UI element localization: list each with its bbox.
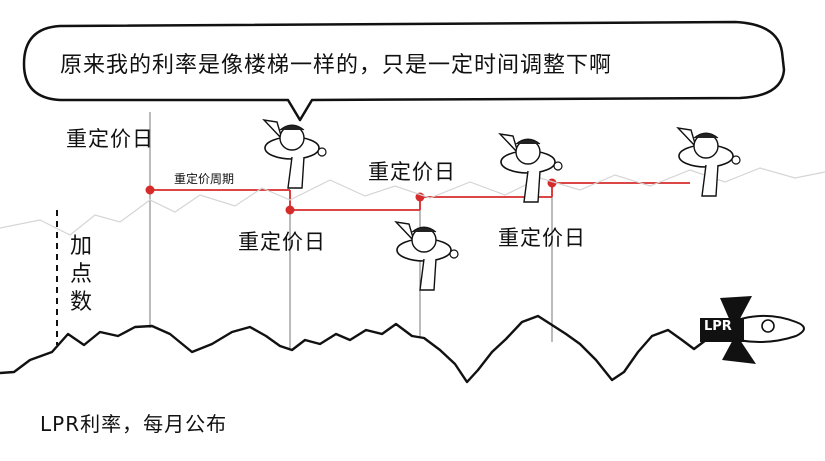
reset-period-label: 重定价周期 (174, 172, 235, 186)
cartoon-pilot-airplane-icon (394, 220, 459, 291)
speech-bubble-shape (22, 20, 786, 122)
reset-date-label-2: 重定价日 (368, 160, 456, 184)
spread-label: 加点数 (69, 234, 92, 315)
lpr-badge-text: LPR (704, 319, 732, 334)
faint-ridge-line (0, 167, 825, 236)
reset-date-label-1: 重定价日 (66, 127, 154, 151)
bottom-caption: LPR利率，每月公布 (40, 412, 228, 436)
reset-date-label-4: 重定价日 (498, 226, 586, 250)
cartoon-pilot-airplane-icon (262, 118, 327, 189)
reset-date-label-3: 重定价日 (238, 230, 326, 254)
speech-bubble-text: 原来我的利率是像楼梯一样的，只是一定时间调整下啊 (60, 53, 613, 78)
cartoon-pilot-airplane-icon (498, 132, 563, 203)
lpr-rocket-icon (700, 296, 805, 364)
cartoon-pilot-airplane-icon (676, 126, 741, 197)
mountain-line (0, 314, 741, 384)
